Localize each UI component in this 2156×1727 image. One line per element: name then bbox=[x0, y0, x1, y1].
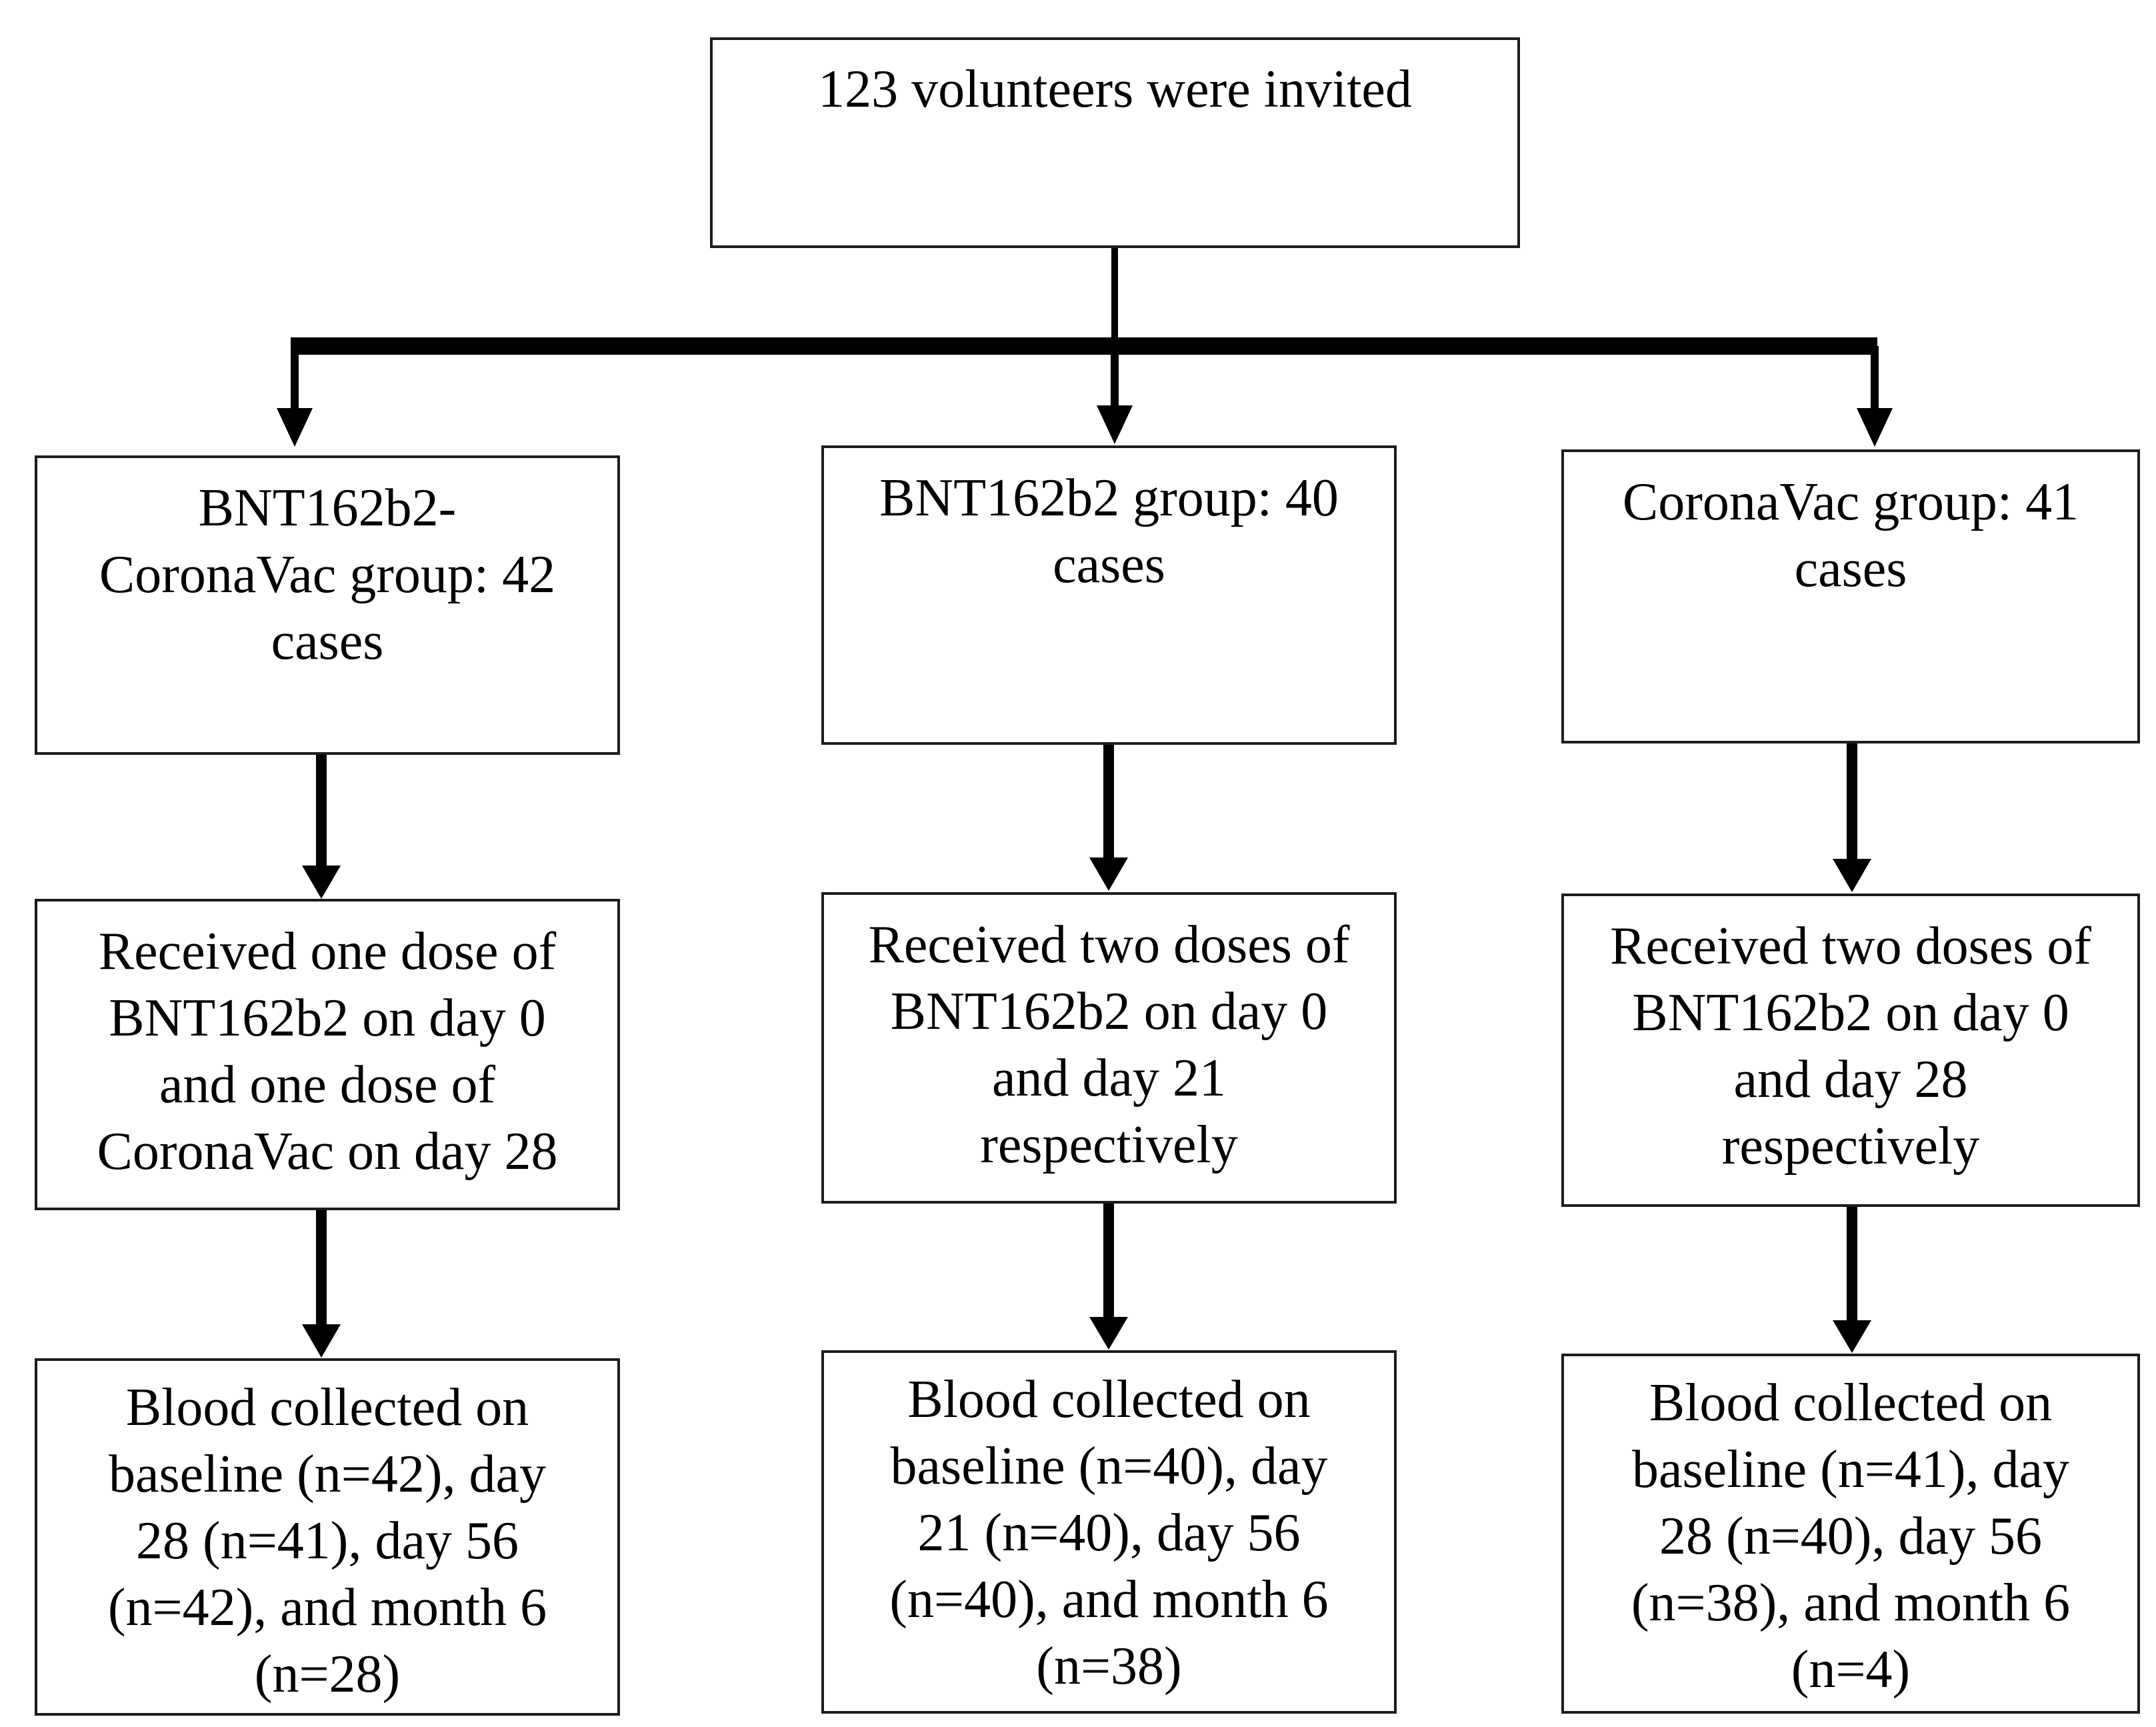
branch-left-shaft bbox=[291, 346, 299, 413]
stem-line bbox=[1111, 247, 1118, 347]
col3-arrow1-shaft bbox=[1847, 743, 1857, 860]
branch-bar bbox=[291, 337, 1877, 355]
col1-arrow2-shaft bbox=[316, 1210, 327, 1326]
col2-arrow1-head bbox=[1089, 857, 1128, 891]
col3-arrow2-head bbox=[1833, 1320, 1871, 1353]
col1-arrow1-head bbox=[302, 866, 341, 899]
col2-arrow1-shaft bbox=[1103, 745, 1114, 859]
branch-right-shaft bbox=[1871, 346, 1879, 413]
col1-arrow2-head bbox=[302, 1324, 341, 1358]
col3-arrow2-shaft bbox=[1847, 1207, 1857, 1322]
col3-arrow1-head bbox=[1833, 859, 1871, 892]
branch-center-arrowhead bbox=[1097, 405, 1133, 444]
col2-arrow2-head bbox=[1089, 1317, 1128, 1350]
branch-right-arrowhead bbox=[1857, 408, 1893, 447]
col1-arrow1-shaft bbox=[316, 755, 327, 867]
branch-center-shaft bbox=[1111, 346, 1119, 409]
col2-arrow2-shaft bbox=[1103, 1204, 1114, 1318]
branch-left-arrowhead bbox=[277, 408, 313, 447]
invited-box: 123 volunteers were invited bbox=[710, 37, 1520, 248]
invited-text: 123 volunteers were invited bbox=[818, 60, 1412, 119]
